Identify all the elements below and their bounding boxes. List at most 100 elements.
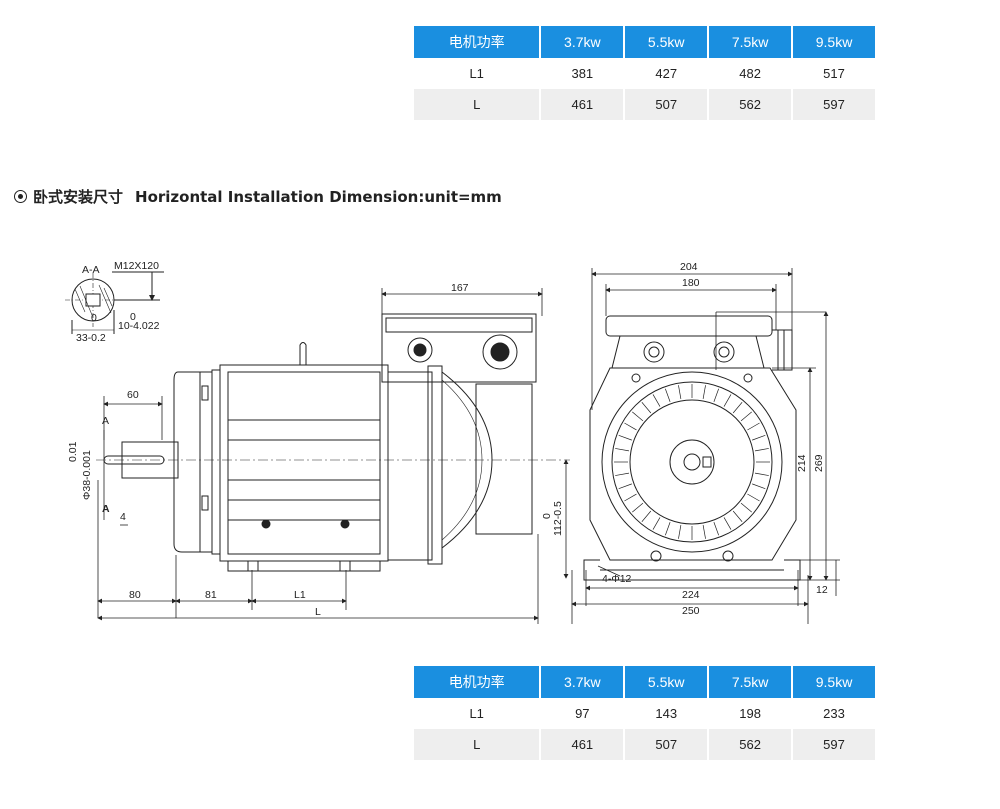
motor-body — [219, 364, 389, 562]
table-cell: 461 — [541, 89, 624, 120]
key-width-label: 10-4.022 — [118, 320, 160, 332]
end-shield-outer — [601, 371, 783, 553]
cooling-fin — [752, 483, 766, 490]
table-cell: 507 — [625, 89, 708, 120]
key-depth-upper: 0 — [91, 312, 97, 324]
table-cell: 562 — [709, 89, 792, 120]
section-aa-view — [65, 271, 164, 334]
key-width-upper: 0 — [130, 311, 136, 323]
dim-holes: 4-Φ12 — [602, 573, 632, 585]
thread-label: M12X120 — [114, 260, 159, 272]
cooling-fin — [624, 422, 637, 431]
cooling-fin — [664, 388, 671, 402]
header-cell: 5.5kw — [625, 26, 708, 58]
cooling-fin — [632, 411, 644, 422]
cooling-fin — [641, 402, 652, 414]
table-cell: L1 — [469, 706, 484, 721]
terminal-box-top — [605, 315, 773, 337]
dim-shaft-length: 60 — [127, 389, 139, 401]
cooling-fin — [754, 472, 769, 476]
cooling-fin — [618, 434, 632, 441]
table-cell: 517 — [823, 66, 845, 81]
key-depth-label: 33-0.2 — [76, 332, 106, 344]
shaft-dia-upper: 0.01 — [67, 441, 79, 462]
cooling-fin — [641, 510, 652, 522]
table-header-row: 电机功率 3.7kw 5.5kw 7.5kw 9.5kw — [414, 26, 875, 58]
cooling-fin — [740, 411, 752, 422]
cooling-fin — [723, 394, 732, 407]
dim-12: 12 — [816, 584, 828, 596]
dim-shaft-dia: Φ38-0.001 — [81, 450, 93, 500]
header-cell: 9.5kw — [793, 666, 875, 698]
table-cell: 482 — [739, 66, 761, 81]
table-cell: 381 — [571, 66, 594, 81]
motor-front-view — [583, 315, 801, 581]
terminal-box — [381, 313, 537, 383]
table-cell: 507 — [625, 729, 708, 760]
header-cell: 电机功率 — [414, 26, 540, 58]
dim-l: L — [315, 606, 321, 618]
cooling-fin — [752, 434, 766, 441]
header-cell: 5.5kw — [625, 666, 708, 698]
dim-center-height: 112-0.5 — [552, 501, 564, 536]
cooling-fin — [615, 448, 630, 452]
table-cell: 427 — [655, 66, 678, 81]
cooling-fin — [732, 402, 743, 414]
cooling-fin — [664, 522, 671, 536]
power-dimension-table-bottom: 电机功率 3.7kw 5.5kw 7.5kw 9.5kw L1 97 143 1… — [412, 666, 877, 760]
dim-269: 269 — [813, 454, 825, 472]
table-header-row: 电机功率 3.7kw 5.5kw 7.5kw 9.5kw — [414, 666, 875, 698]
cooling-fin — [652, 394, 661, 407]
cooling-fin — [732, 510, 743, 522]
dim-224: 224 — [682, 589, 700, 601]
section-heading: 卧式安装尺寸 Horizontal Installation Dimension… — [14, 186, 502, 207]
cooling-fin — [747, 493, 760, 502]
cable-gland — [772, 329, 793, 371]
table-cell: 97 — [575, 706, 590, 721]
table-cell: L — [414, 89, 540, 120]
dim-180: 180 — [682, 277, 700, 289]
dim-81: 81 — [205, 589, 217, 601]
table-row: L1 381 427 482 517 — [414, 58, 875, 89]
table-cell: 597 — [793, 729, 875, 760]
table-cell: 233 — [823, 706, 845, 721]
table-row: L1 97 143 198 233 — [414, 698, 875, 729]
dim-214: 214 — [796, 454, 808, 472]
cooling-fin — [723, 517, 732, 530]
target-bullet-icon — [14, 190, 27, 203]
cooling-fin — [615, 472, 630, 476]
section-mark-bottom: A — [102, 503, 110, 515]
cooling-fin — [713, 388, 720, 402]
frame-outline — [589, 367, 797, 561]
heading-en: Horizontal Installation Dimension:unit=m… — [135, 187, 502, 206]
dim-204: 204 — [680, 261, 698, 273]
cooling-fin — [624, 493, 637, 502]
table-cell: 461 — [541, 729, 624, 760]
section-mark-top: A — [102, 415, 109, 427]
cooling-fins — [614, 384, 770, 540]
table-cell: 143 — [655, 706, 678, 721]
header-cell: 3.7kw — [541, 666, 624, 698]
heading-cn: 卧式安装尺寸 — [33, 188, 124, 206]
cooling-fin — [740, 502, 752, 513]
dim-key-offset: 4 — [120, 511, 126, 523]
table-row: L 461 507 562 597 — [414, 89, 875, 120]
dim-250: 250 — [682, 605, 700, 617]
dim-l1: L1 — [294, 589, 306, 601]
header-cell: 电机功率 — [414, 666, 540, 698]
header-cell: 7.5kw — [709, 666, 792, 698]
fan-cover — [173, 371, 201, 553]
cooling-fin — [652, 517, 661, 530]
cooling-fin — [702, 524, 706, 539]
cooling-fin — [747, 422, 760, 431]
cooling-fin — [618, 483, 632, 490]
table-cell: 597 — [793, 89, 875, 120]
section-label: A-A — [82, 264, 100, 276]
cooling-fin — [702, 385, 706, 400]
cooling-fin — [713, 522, 720, 536]
dim-167: 167 — [451, 282, 469, 294]
table-cell: L — [414, 729, 540, 760]
motor-side-view — [96, 313, 570, 572]
cooling-fin — [754, 448, 769, 452]
